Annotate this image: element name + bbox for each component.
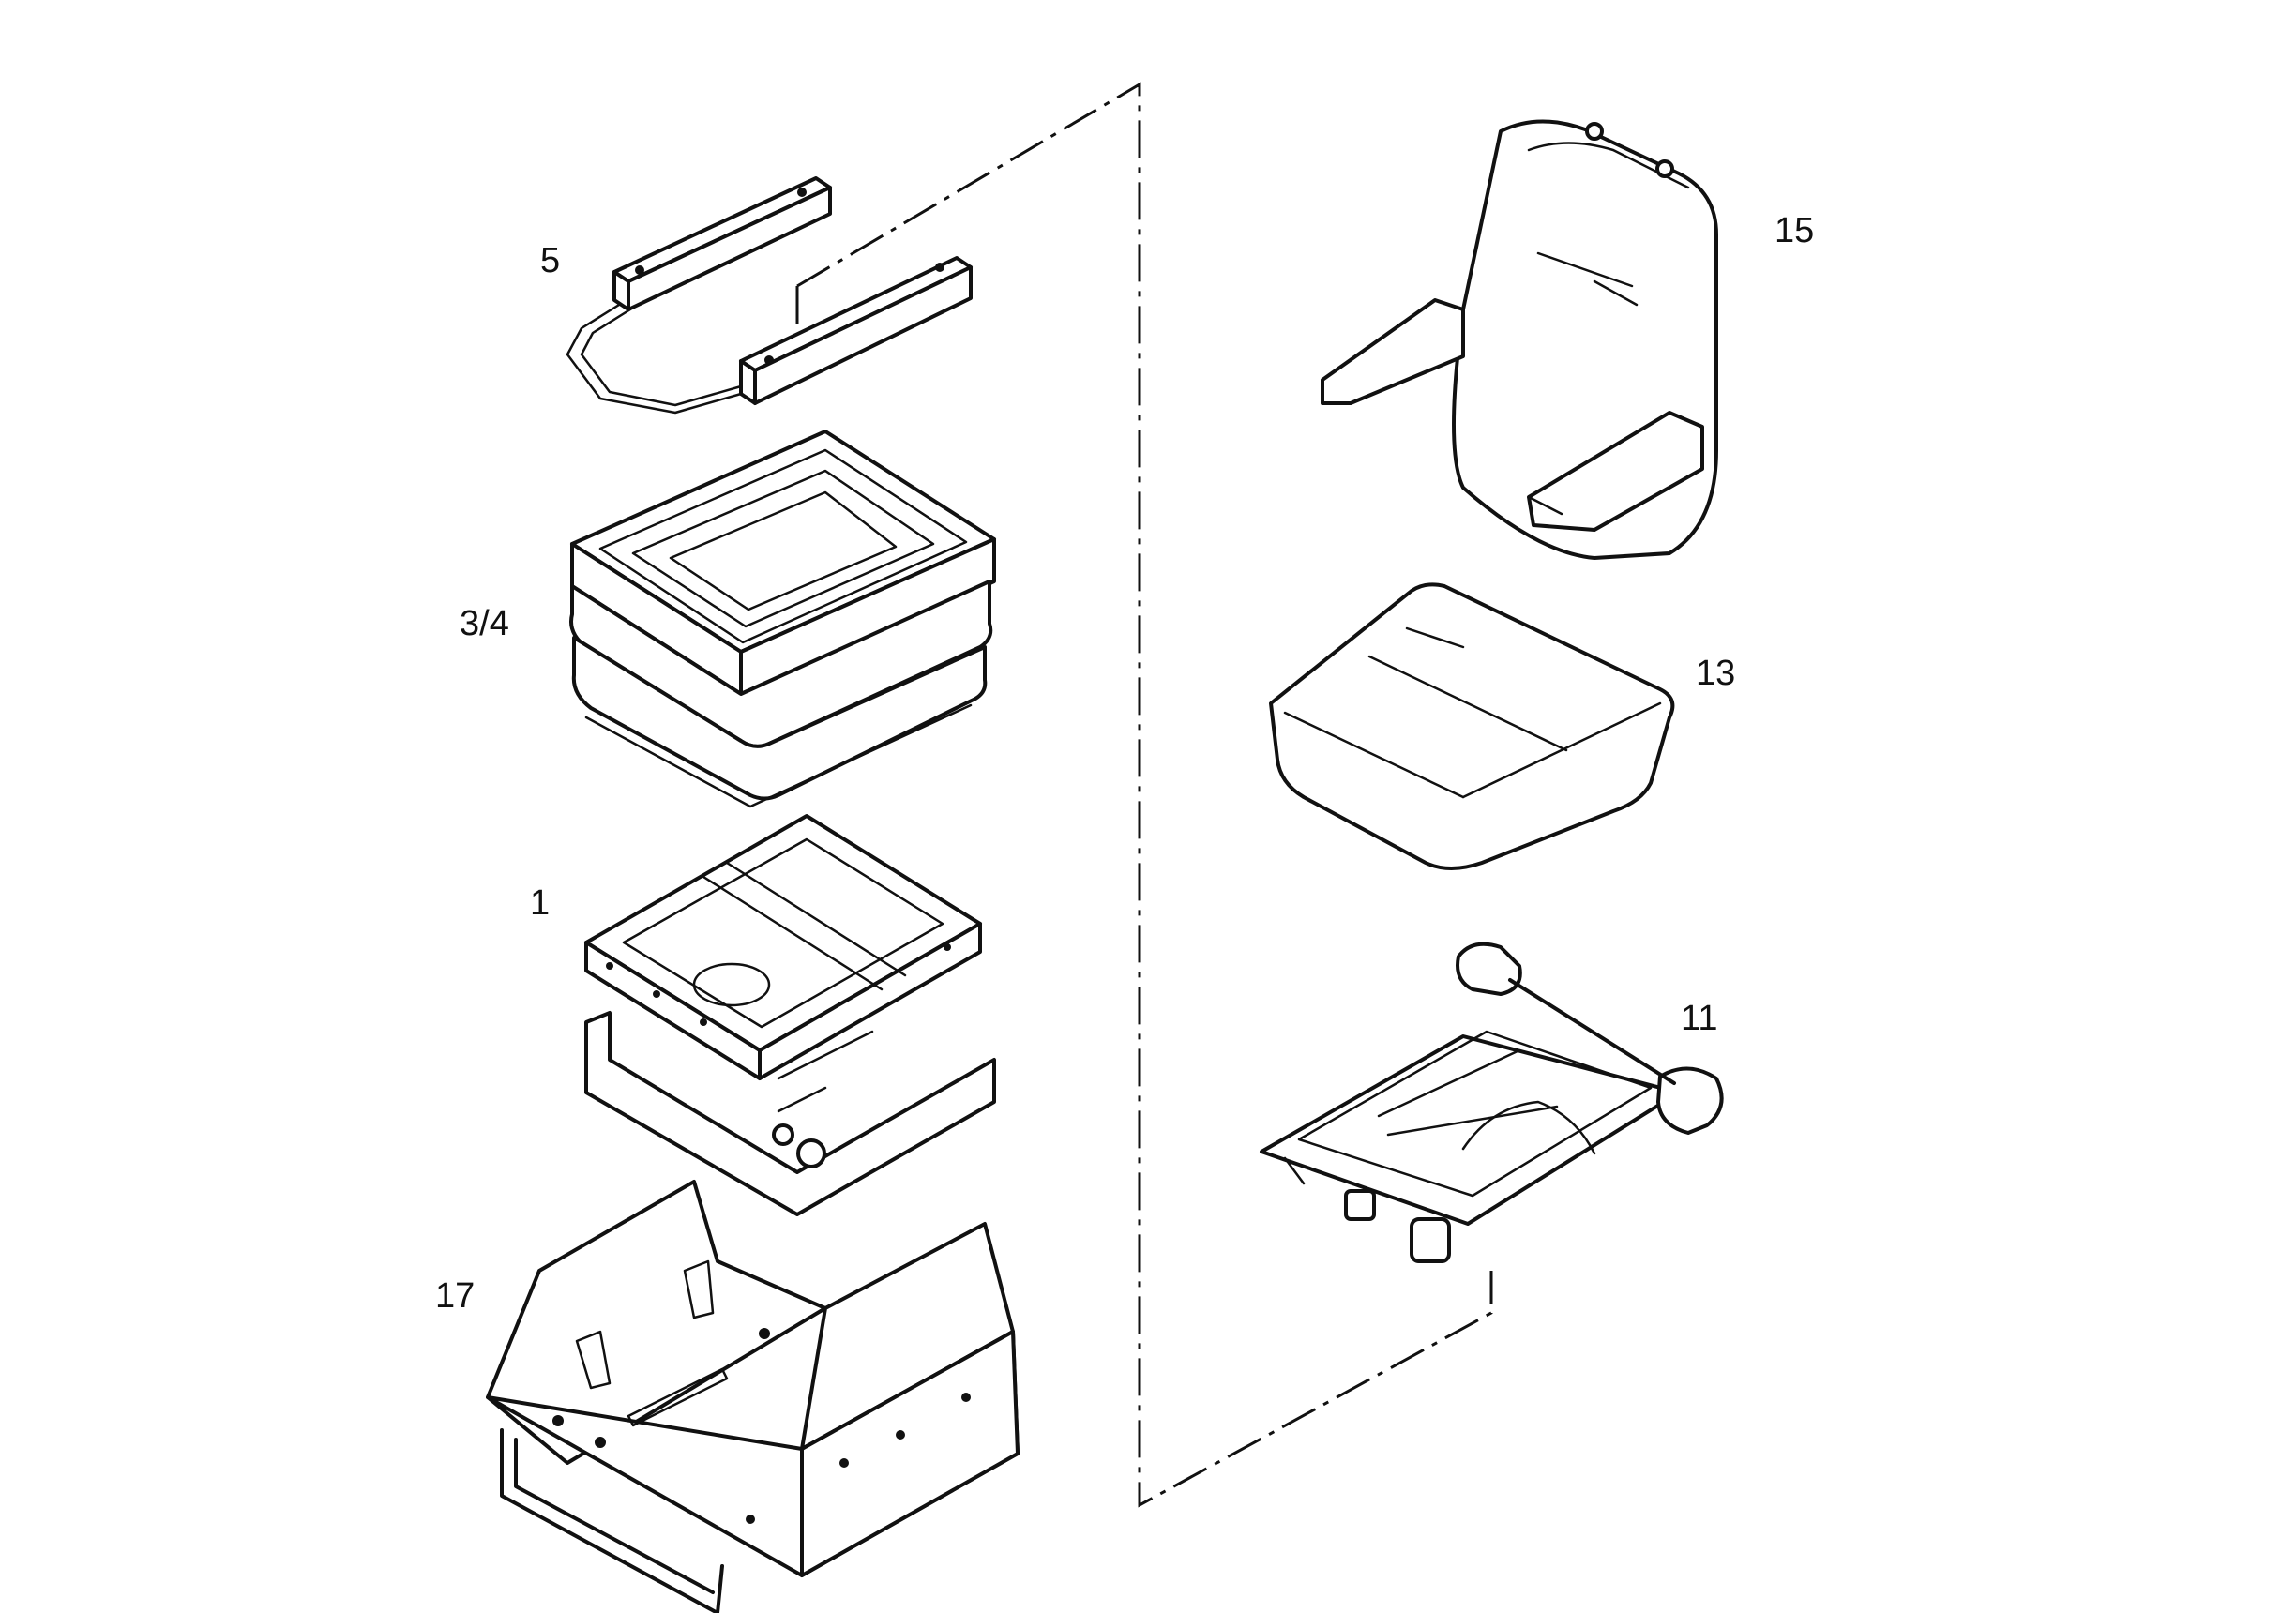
callout-11: 11: [1681, 999, 1717, 1038]
callout-1: 1: [530, 883, 550, 923]
callout-3-4: 3/4: [460, 604, 509, 643]
mounting-console-drawing: [486, 1180, 1020, 1613]
bellows-drawing: [569, 430, 996, 808]
backrest-drawing: [1321, 119, 1718, 560]
callout-5: 5: [540, 241, 560, 280]
seat-pan-frame-drawing: [1260, 942, 1724, 1263]
callout-15: 15: [1775, 211, 1814, 250]
slide-rails-drawing: [566, 176, 973, 415]
seat-cushion-drawing: [1269, 582, 1675, 870]
assembly-guide-line: [795, 82, 1493, 1508]
callout-13: 13: [1696, 654, 1735, 693]
suspension-frame-drawing: [584, 814, 996, 1216]
callout-17: 17: [435, 1276, 475, 1316]
callout-labels: 5 3/4 1 17 15 13 11: [435, 211, 1814, 1316]
